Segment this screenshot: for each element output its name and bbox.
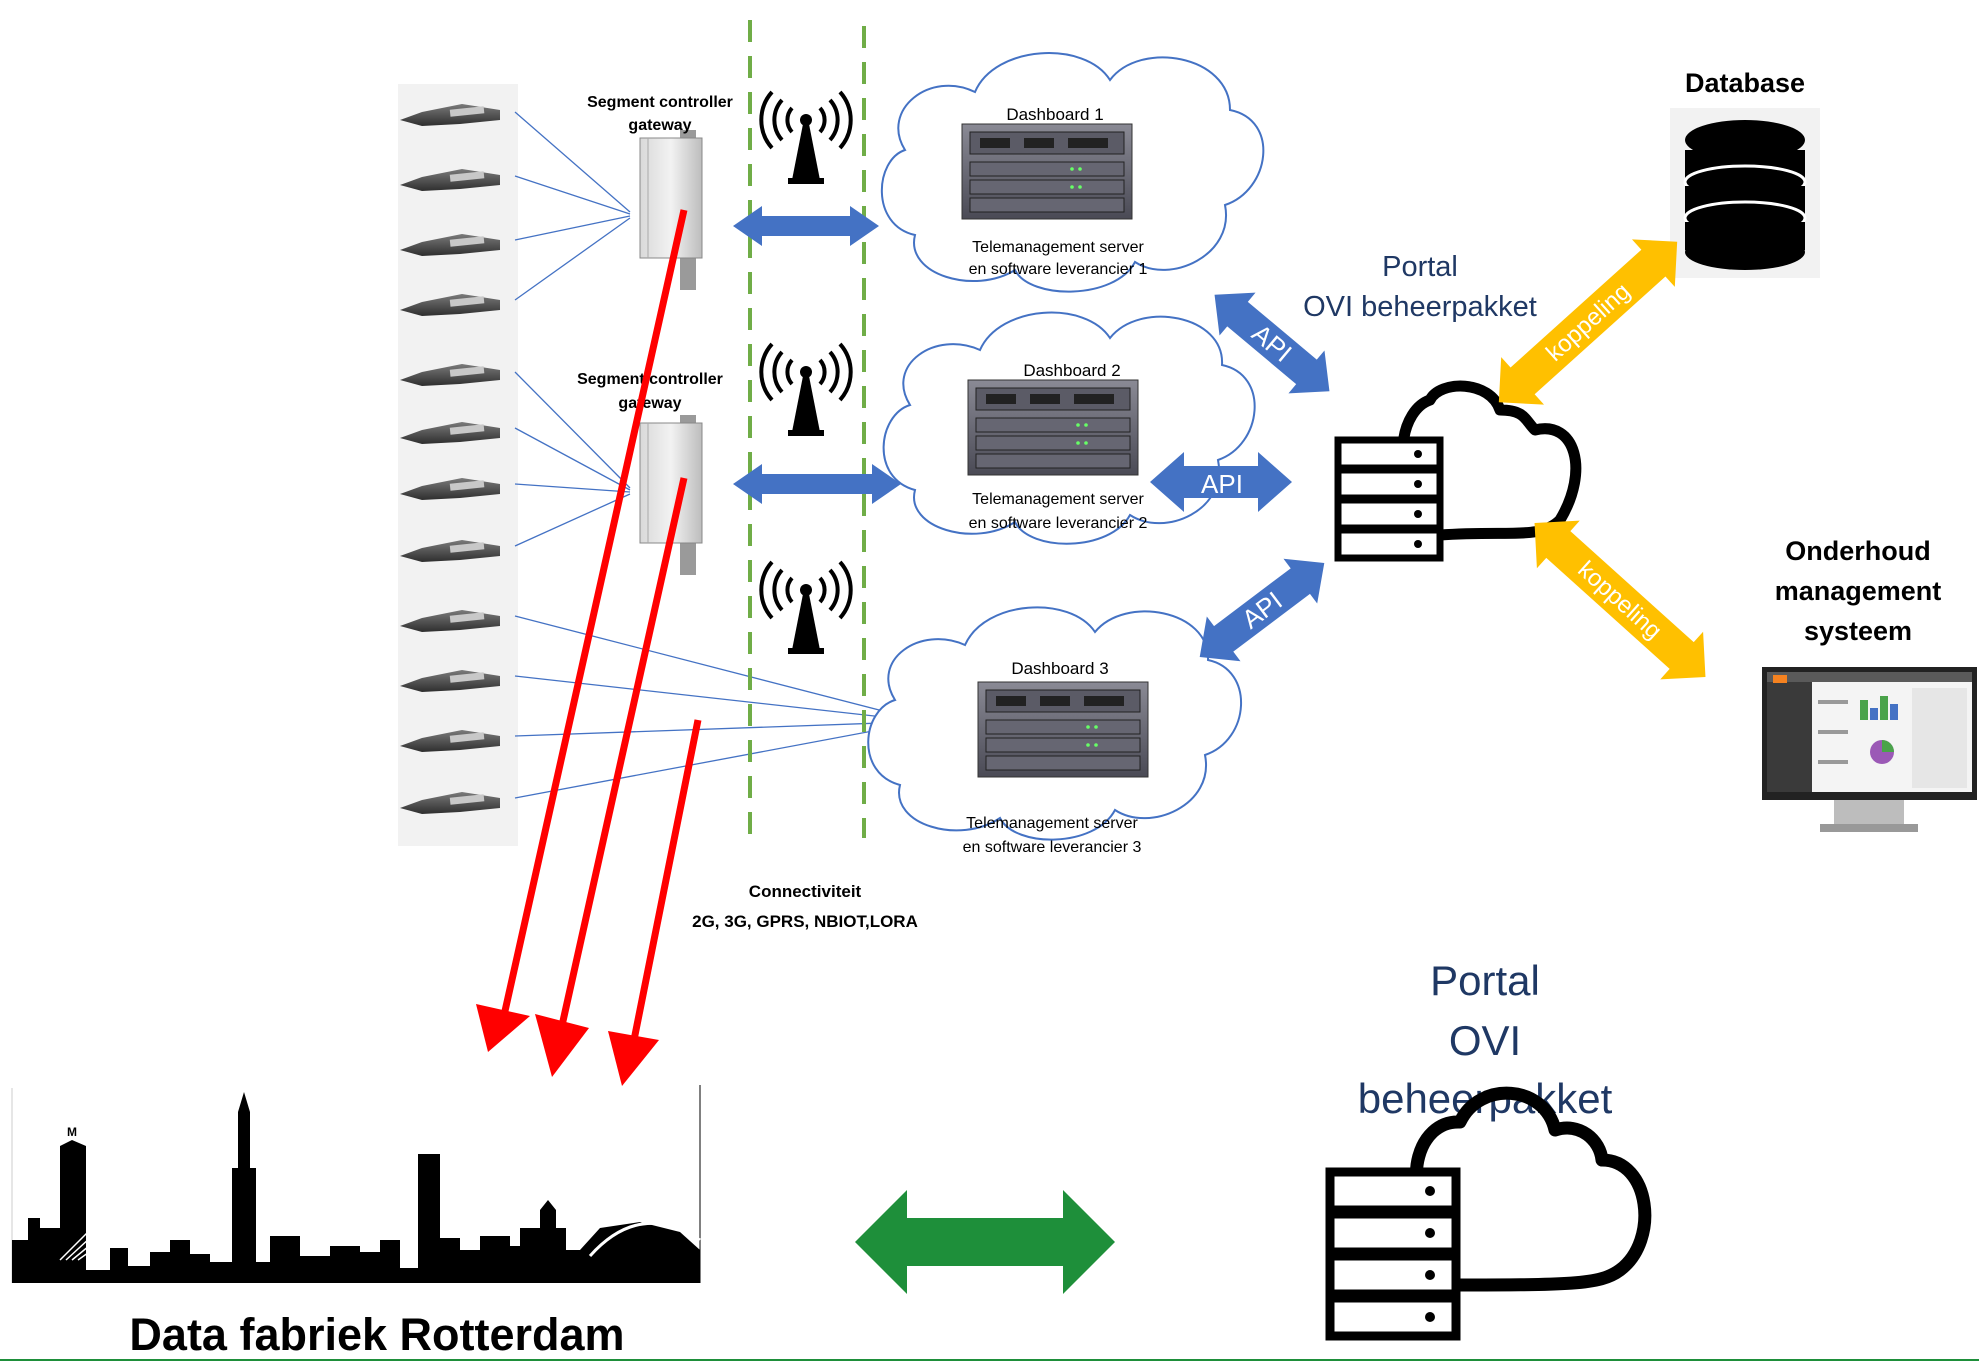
street-light-column [398, 84, 518, 846]
data-arrows [476, 209, 702, 1086]
data-fabriek-label: Data fabriek Rotterdam [129, 1309, 624, 1360]
exchange-arrow [855, 1190, 1115, 1294]
antenna-icon [759, 342, 853, 438]
onderhoud-line1: Onderhoud [1785, 536, 1930, 566]
dashboard-sub-line1: Telemanagement server [972, 239, 1144, 256]
controller-label-line2: gateway [618, 395, 681, 412]
koppeling-label: koppeling [1541, 278, 1635, 367]
dashboard-sub-line1: Telemanagement server [966, 815, 1138, 832]
connectiviteit-line2: 2G, 3G, GPRS, NBIOT,LORA [692, 912, 918, 931]
antenna-icon [759, 560, 853, 656]
lamp-connection-lines [514, 111, 911, 799]
link-arrow-1 [733, 206, 879, 246]
dashboard-cloud-1: Dashboard 1 Telemanagement server en sof… [880, 52, 1265, 293]
skyline-icon: M [11, 1085, 701, 1283]
koppeling-label: koppeling [1572, 556, 1666, 645]
portal-bottom-server-cloud-icon [1325, 1086, 1652, 1341]
dashboard-title: Dashboard 2 [1023, 361, 1120, 380]
dashboard-cloud-2: Dashboard 2 Telemanagement server en sof… [882, 311, 1256, 545]
dashboard-sub-line2: en software leverancier 2 [969, 515, 1148, 532]
controller-label-line1: Segment controller [577, 371, 723, 388]
connectiviteit-line1: Connectiviteit [749, 882, 862, 901]
link-arrow-2 [733, 464, 901, 504]
database-icon [1670, 108, 1820, 278]
portal-bottom-line1: Portal [1430, 957, 1540, 1004]
controller-label-line1: Segment controller [587, 94, 733, 111]
segment-controller-1: Segment controller gateway [587, 94, 733, 291]
portal-bottom-line2: OVI [1449, 1017, 1521, 1064]
dashboard-sub-line2: en software leverancier 1 [969, 261, 1148, 278]
onderhoud-line3: systeem [1804, 616, 1912, 646]
antenna-icon [759, 90, 853, 186]
database-label: Database [1685, 68, 1805, 98]
segment-controller-2: Segment controller gateway [577, 371, 723, 576]
api-arrow-1: API [1214, 292, 1330, 394]
dashboard-title: Dashboard 3 [1011, 659, 1108, 678]
dashboard-cloud-3: Dashboard 3 Telemanagement server en sof… [867, 606, 1243, 856]
dashboard-title: Dashboard 1 [1006, 105, 1103, 124]
portal-top-line2: OVI beheerpakket [1303, 291, 1537, 323]
onderhoud-line2: management [1775, 576, 1942, 606]
controller-label-line2: gateway [628, 117, 691, 134]
dashboard-sub-line2: en software leverancier 3 [963, 839, 1142, 856]
api-arrow-2: API [1150, 452, 1292, 512]
street-light-panel [398, 84, 518, 846]
tower-letter-m: M [67, 1125, 77, 1139]
api-label: API [1201, 469, 1243, 499]
dashboard-sub-line1: Telemanagement server [972, 491, 1144, 508]
portal-top-line1: Portal [1382, 251, 1458, 283]
koppeling-arrow-2: koppeling [1534, 520, 1706, 680]
monitor-icon [1762, 667, 1977, 832]
